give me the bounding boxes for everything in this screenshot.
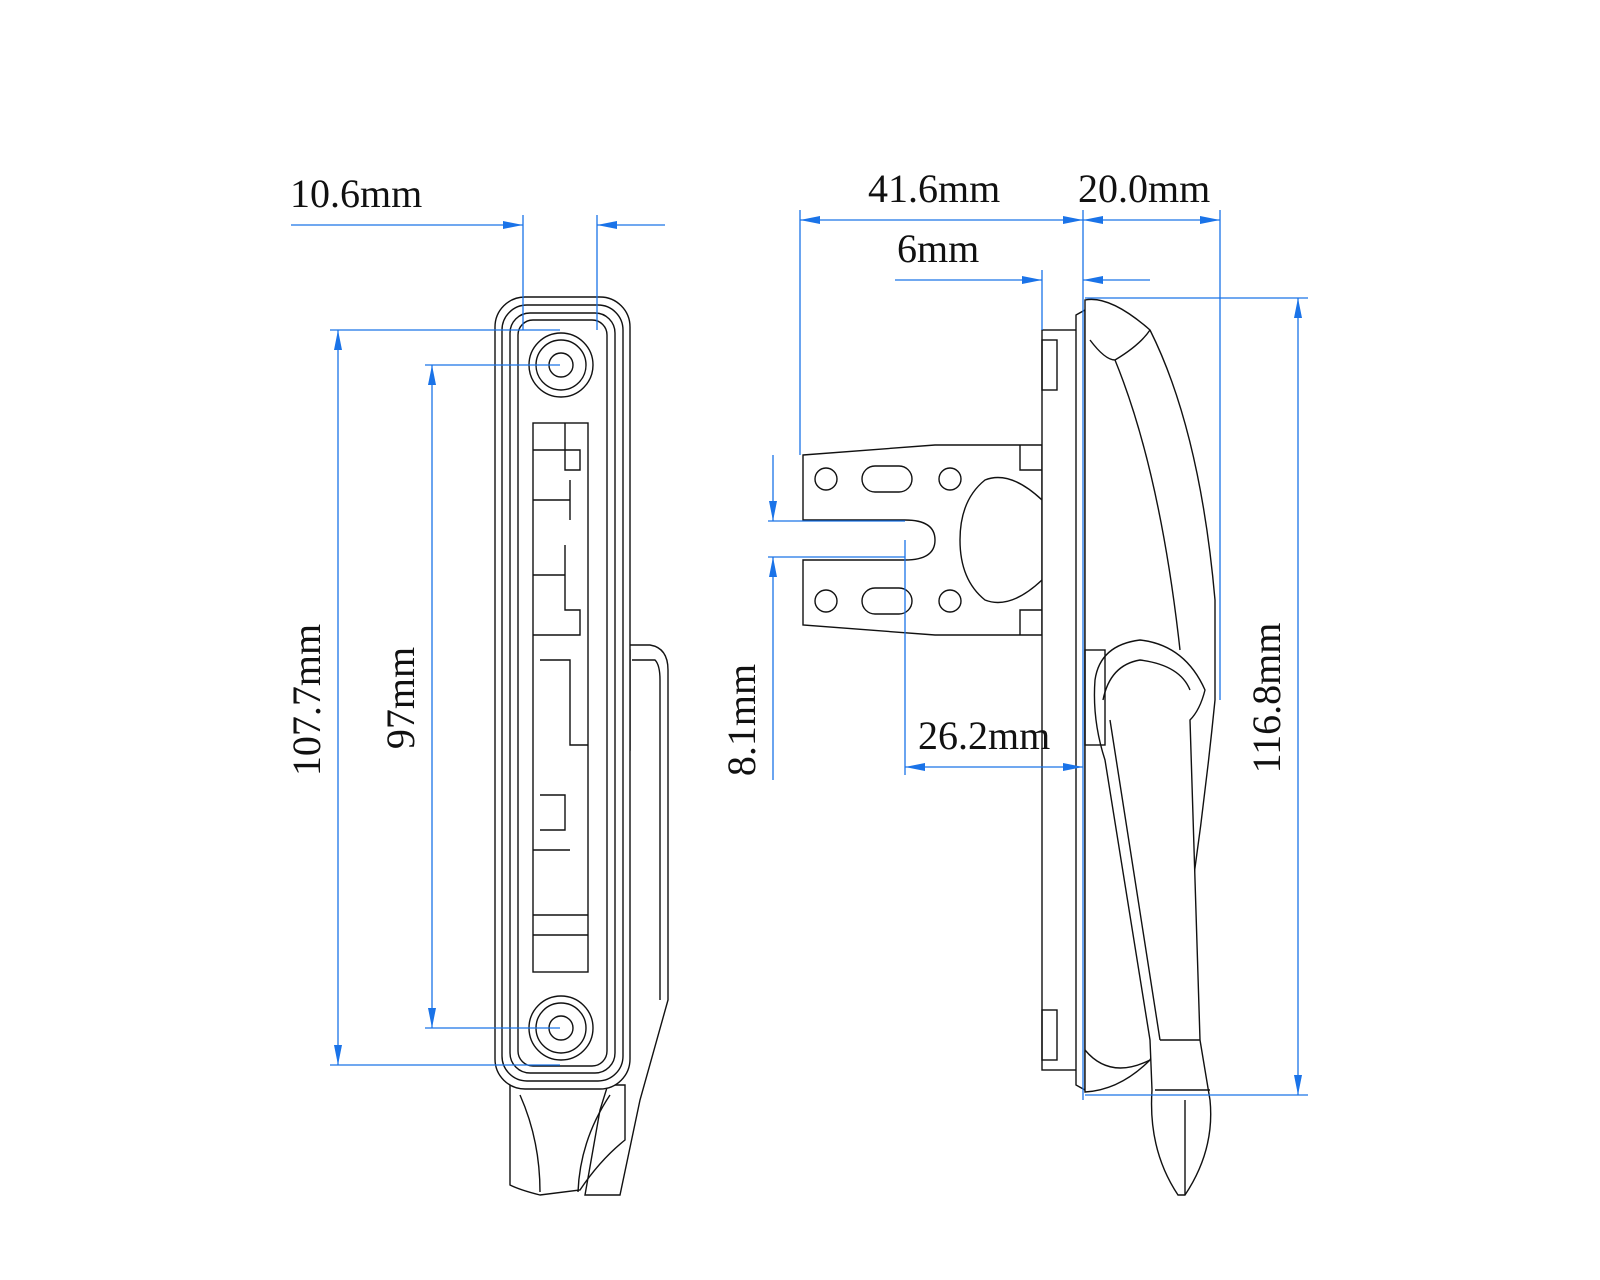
projection-label: 41.6mm	[868, 166, 1000, 211]
knob-bottom	[509, 1084, 626, 1196]
front-view: 10.6mm 107.7mm 97mm	[284, 171, 669, 1196]
side-view: 41.6mm 20.0mm 6mm 8.1mm 26.2mm	[719, 166, 1308, 1196]
dimension-hole-spacing: 97mm	[378, 364, 560, 1029]
dimension-overall-height: 107.7mm	[284, 329, 560, 1066]
dimension-slot-width: 8.1mm	[719, 455, 905, 780]
side-height-label: 116.8mm	[1244, 623, 1289, 774]
slot-width-label: 8.1mm	[719, 664, 764, 776]
overall-height-label: 107.7mm	[284, 624, 329, 776]
dimension-slot-depth: 26.2mm	[904, 540, 1083, 775]
dimension-side-height: 116.8mm	[1085, 297, 1308, 1096]
hole-spacing-label: 97mm	[378, 647, 423, 749]
plate-thickness-label: 6mm	[897, 226, 979, 271]
mechanism-slot	[532, 422, 589, 973]
handle-depth-label: 20.0mm	[1078, 166, 1210, 211]
dimension-handle-depth: 20.0mm	[1078, 166, 1221, 700]
escutcheon-outer	[494, 296, 631, 1090]
lever	[1093, 639, 1212, 1196]
slot-depth-label: 26.2mm	[918, 713, 1050, 758]
dimension-width: 10.6mm	[290, 171, 665, 330]
lever-side	[584, 644, 669, 1196]
base-plate	[1041, 329, 1079, 1071]
dimension-projection: 41.6mm	[799, 166, 1084, 1100]
keeper-bracket	[802, 444, 1043, 636]
width-label: 10.6mm	[290, 171, 422, 216]
dimension-plate-thickness: 6mm	[895, 226, 1150, 330]
